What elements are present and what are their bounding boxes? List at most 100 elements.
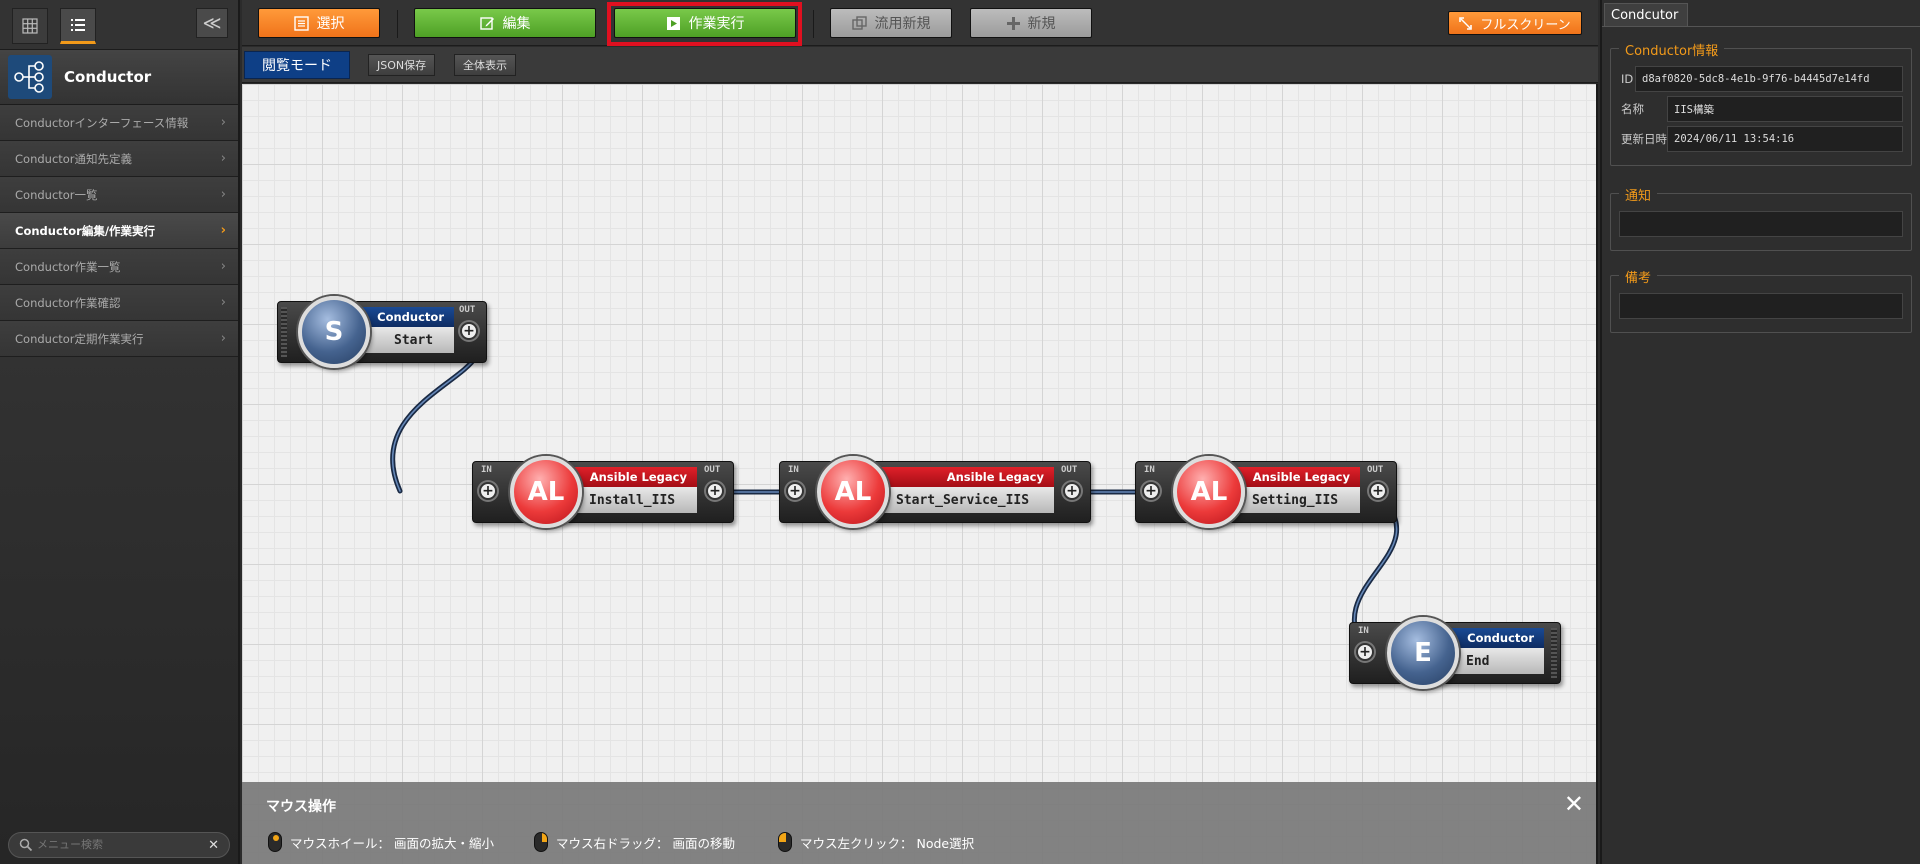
- section-legend: 備考: [1619, 267, 1658, 286]
- json-save-label: JSON保存: [377, 59, 427, 72]
- sidebar-item-label: Conductor通知先定義: [15, 151, 133, 166]
- list-view-tab[interactable]: [60, 8, 96, 44]
- sidebar-item-interface-info[interactable]: Conductorインターフェース情報 ›: [0, 105, 238, 141]
- ansible-legacy-node-icon: AL: [510, 456, 582, 528]
- tab-underline: [1602, 26, 1920, 27]
- show-all-label: 全体表示: [463, 59, 507, 72]
- name-label: 名称: [1621, 102, 1644, 116]
- node-start[interactable]: Conductor Start S OUT +: [277, 296, 487, 368]
- out-port[interactable]: +: [1369, 482, 1387, 500]
- node-install-iis[interactable]: IN + Ansible Legacy Install_IIS AL OUT +: [472, 456, 734, 528]
- menu-search-input[interactable]: [37, 839, 197, 851]
- chevron-right-icon: ›: [220, 187, 226, 202]
- sidebar-item-label: Conductor定期作業実行: [15, 331, 144, 346]
- fullscreen-button-label: フルスクリーン: [1480, 17, 1571, 33]
- updated-label: 更新日時: [1621, 132, 1667, 146]
- out-port[interactable]: +: [1063, 482, 1081, 500]
- name-row: 名称 IIS構築: [1611, 95, 1911, 123]
- menu-search-box: ✕: [8, 832, 230, 858]
- end-node-icon: E: [1387, 617, 1459, 689]
- out-port-label: OUT: [704, 465, 721, 475]
- sidebar-item-edit-execute[interactable]: Conductor編集/作業実行 ›: [0, 213, 238, 249]
- edit-button-label: 編集: [502, 16, 531, 32]
- node-letter: AL: [527, 477, 565, 507]
- new-button[interactable]: 新規: [970, 8, 1092, 38]
- sidebar-item-notification-definition[interactable]: Conductor通知先定義 ›: [0, 141, 238, 177]
- tab-conductor[interactable]: Condcutor: [1604, 3, 1688, 26]
- json-save-button[interactable]: JSON保存: [368, 54, 436, 76]
- view-mode-badge: 閲覧モード: [244, 51, 350, 79]
- select-button-label: 選択: [316, 16, 345, 32]
- remarks-section: 備考: [1610, 267, 1912, 333]
- node-start-service-iis[interactable]: IN + Ansible Legacy Start_Service_IIS AL…: [779, 456, 1091, 528]
- in-port[interactable]: +: [1356, 643, 1374, 661]
- drag-grip: [281, 307, 287, 357]
- out-port-label: OUT: [1367, 465, 1384, 475]
- sidebar-item-job-confirm[interactable]: Conductor作業確認 ›: [0, 285, 238, 321]
- menu-group-title: Conductor: [64, 68, 152, 86]
- fullscreen-button[interactable]: フルスクリーン: [1448, 11, 1582, 35]
- properties-panel: Condcutor Conductor情報 ID d8af0820-5dc8-4…: [1600, 0, 1920, 864]
- sidebar: ≪ Conductor: [0, 0, 240, 864]
- conductor-canvas[interactable]: Conductor Start S OUT + IN + Ansible Leg…: [242, 84, 1598, 864]
- sidebar-item-conductor-list[interactable]: Conductor一覧 ›: [0, 177, 238, 213]
- execute-button-label: 作業実行: [688, 16, 745, 32]
- list-icon: [71, 19, 85, 31]
- chevron-right-icon: ›: [220, 151, 226, 166]
- mouse-wheel-icon: [268, 832, 282, 852]
- sidebar-collapse-button[interactable]: ≪: [196, 8, 228, 38]
- sidebar-item-label: Conductor一覧: [15, 187, 98, 202]
- mouse-right-drag-text: マウス右ドラッグ： 画面の移動: [556, 835, 735, 851]
- id-value: d8af0820-5dc8-4e1b-9f76-b4445d7e14fd: [1635, 66, 1903, 92]
- show-all-button[interactable]: 全体表示: [454, 54, 516, 76]
- out-port[interactable]: +: [706, 482, 724, 500]
- name-value: IIS構築: [1667, 96, 1903, 122]
- node-letter: E: [1414, 638, 1432, 668]
- id-row: ID d8af0820-5dc8-4e1b-9f76-b4445d7e14fd: [1611, 65, 1911, 93]
- view-mode-label: 閲覧モード: [262, 58, 332, 74]
- sidebar-item-job-list[interactable]: Conductor作業一覧 ›: [0, 249, 238, 285]
- in-port-label: IN: [481, 465, 492, 475]
- mouse-right-drag-help: マウス右ドラッグ： 画面の移動: [534, 832, 735, 852]
- mouse-left-click-text: マウス左クリック： Node選択: [800, 835, 975, 851]
- mouse-help-panel: マウス操作 ✕ マウスホイール： 画面の拡大・縮小 マウス右ドラッグ： 画面の移…: [242, 782, 1596, 864]
- node-setting-iis[interactable]: IN + Ansible Legacy Setting_IIS AL OUT +: [1135, 456, 1397, 528]
- search-icon: [19, 838, 33, 852]
- chevron-right-icon: ›: [220, 115, 226, 130]
- plus-icon: [1006, 16, 1020, 30]
- clear-search-icon[interactable]: ✕: [208, 837, 219, 853]
- edit-button[interactable]: 編集: [414, 8, 596, 38]
- in-port-label: IN: [788, 465, 799, 475]
- copy-icon: [851, 15, 867, 30]
- in-port[interactable]: +: [1142, 482, 1160, 500]
- sidebar-menu: Conductorインターフェース情報 › Conductor通知先定義 › C…: [0, 105, 238, 357]
- main-toolbar: 選択 編集 作業実行 流用新規: [242, 0, 1598, 46]
- out-port[interactable]: +: [460, 322, 478, 340]
- mouse-wheel-text: マウスホイール： 画面の拡大・縮小: [290, 835, 494, 851]
- grid-view-tab[interactable]: [12, 8, 48, 44]
- in-port[interactable]: +: [479, 482, 497, 500]
- mouse-right-button-icon: [534, 832, 548, 852]
- chevron-right-icon: ›: [220, 259, 226, 274]
- copy-new-button-label: 流用新規: [874, 16, 931, 32]
- select-button[interactable]: 選択: [258, 8, 380, 38]
- out-port-label: OUT: [1061, 465, 1078, 475]
- select-list-icon: [293, 15, 309, 31]
- node-letter: AL: [1190, 477, 1228, 507]
- in-port-label: IN: [1358, 626, 1369, 636]
- sidebar-item-label: Conductor編集/作業実行: [15, 223, 156, 238]
- mouse-left-click-help: マウス左クリック： Node選択: [778, 832, 974, 852]
- copy-new-button[interactable]: 流用新規: [830, 8, 952, 38]
- close-icon[interactable]: ✕: [1563, 790, 1584, 818]
- sidebar-item-label: Conductor作業確認: [15, 295, 121, 310]
- node-end[interactable]: IN + Conductor End E: [1349, 617, 1561, 689]
- execute-button[interactable]: 作業実行: [614, 8, 796, 38]
- in-port-label: IN: [1144, 465, 1155, 475]
- sidebar-item-scheduled-execution[interactable]: Conductor定期作業実行 ›: [0, 321, 238, 357]
- toolbar-divider: [397, 10, 398, 38]
- in-port[interactable]: +: [786, 482, 804, 500]
- chevron-right-icon: ›: [220, 295, 226, 310]
- edit-icon: [479, 16, 494, 30]
- mouse-wheel-help: マウスホイール： 画面の拡大・縮小: [268, 832, 494, 852]
